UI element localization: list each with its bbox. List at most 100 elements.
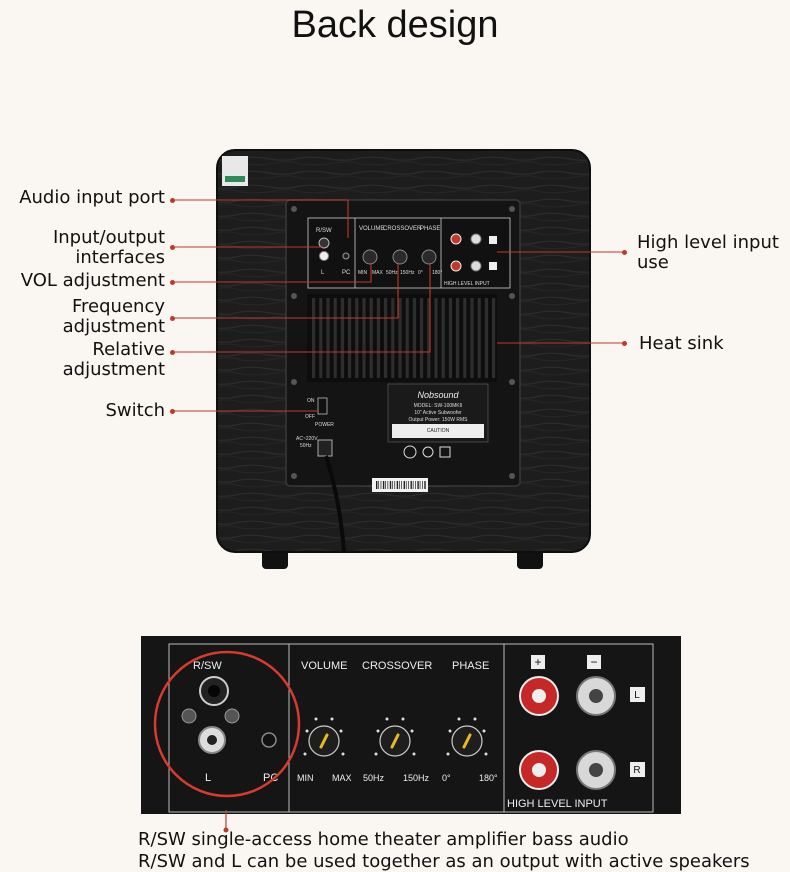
barcode-bar (405, 481, 407, 489)
detail-50hz-label: 50Hz (363, 773, 385, 783)
barcode-bar (380, 481, 382, 489)
barcode-bar (410, 481, 412, 489)
heat-sink-fin (484, 298, 488, 378)
callout-heat-text: Heat sink (639, 333, 724, 354)
callout-rel-line1: Relative (92, 339, 165, 360)
caption-line-2: R/SW and L can be used together as an ou… (138, 851, 750, 872)
heat-sink-fin (398, 298, 402, 378)
callout-switch: Switch (105, 401, 165, 421)
small-off-label: OFF (305, 414, 315, 420)
small-knobs (362, 249, 437, 265)
callout-vol-text: VOL adjustment (20, 270, 165, 291)
detail-volume-label: VOLUME (301, 660, 347, 672)
heat-sink-fin (434, 298, 438, 378)
barcode-bar (422, 481, 423, 489)
barcode-bar (385, 481, 386, 489)
heat-sink-fin (463, 298, 467, 378)
barcode-bar (419, 481, 421, 489)
heat-sink-fin (477, 298, 481, 378)
heat-sink-fin (319, 298, 323, 378)
barcode-bar (408, 481, 409, 489)
callout-switch-text: Switch (105, 400, 165, 421)
detail-150hz-label: 150Hz (403, 773, 430, 783)
small-50hz-label: 50Hz (386, 270, 398, 276)
detail-max-label: MAX (332, 773, 352, 783)
heat-sink-fin (355, 298, 359, 378)
barcode-bar (396, 481, 399, 489)
small-phase-label: PHASE (420, 226, 440, 232)
heat-sink-fin (427, 298, 431, 378)
callout-frequency: Frequency adjustment (63, 297, 165, 337)
callout-relative: Relative adjustment (63, 340, 165, 380)
small-power-switch (317, 397, 328, 415)
callout-high-level: High level input use (637, 233, 779, 273)
heat-sink-fin (312, 298, 316, 378)
heat-sink-fin (369, 298, 373, 378)
heat-sink-fin (333, 298, 337, 378)
detail-0deg-label: 0° (442, 773, 451, 783)
small-min-label: MIN (358, 270, 368, 276)
heat-sink-fin (376, 298, 380, 378)
small-freq-knob (392, 249, 408, 265)
callout-vol: VOL adjustment (21, 271, 165, 291)
heat-sink-fin (391, 298, 395, 378)
detail-minus-label: − (590, 655, 597, 669)
small-high-level-label: HIGH LEVEL INPUT (444, 281, 490, 287)
small-model: MODEL: SW-100MKII (414, 403, 463, 409)
small-phase-knob (421, 249, 437, 265)
small-power-socket (317, 439, 333, 457)
detail-min-label: MIN (297, 773, 314, 783)
detail-l-label: L (205, 772, 211, 784)
heat-sink-fin (362, 298, 366, 378)
heat-sink-fin (340, 298, 344, 378)
heat-sink-fin (326, 298, 330, 378)
small-0deg-label: 0° (418, 270, 423, 276)
detail-crossover-label: CROSSOVER (362, 660, 432, 672)
callout-freq-line2: adjustment (62, 316, 165, 337)
heat-sink-fins (307, 294, 497, 382)
callout-rel-line2: adjustment (62, 359, 165, 380)
heat-sink-fin (441, 298, 445, 378)
detail-screw-left (181, 708, 197, 724)
caption-line-1: R/SW single-access home theater amplifie… (138, 829, 629, 850)
heat-sink-fin (456, 298, 460, 378)
detail-lbox-label: L (634, 690, 640, 701)
callout-audio-input: Audio input port (19, 188, 165, 208)
small-brand: Nobsound (417, 390, 459, 400)
callout-heat-sink: Heat sink (639, 334, 724, 354)
small-caution: CAUTION (427, 428, 450, 434)
small-180deg-label: 180° (432, 270, 442, 276)
small-150hz-label: 150Hz (400, 270, 415, 276)
callout-high-line1: High level input (637, 232, 779, 253)
barcode-bar (415, 481, 416, 489)
caption-pointer (223, 810, 229, 833)
highlight-circle (153, 650, 301, 798)
detail-panel: R/SW L PC VOLUME CROSSOVER PHASE MIN MAX… (141, 636, 681, 814)
barcode-bar (387, 481, 389, 489)
heat-sink-fin (492, 298, 496, 378)
barcode-bar (403, 481, 405, 489)
heat-sink-fin (384, 298, 388, 378)
detail-plus-label: + (534, 655, 541, 669)
barcode-bar (389, 481, 392, 489)
barcode-bar (399, 481, 400, 489)
small-desc: 10" Active Subwoofer (414, 410, 462, 416)
barcode-bar (424, 481, 426, 489)
small-hz-label: 50Hz (300, 443, 312, 449)
callout-freq-line1: Frequency (72, 296, 165, 317)
small-rsw-label: R/SW (316, 228, 332, 234)
detail-rbox-label: R (633, 765, 640, 776)
small-volume-label: VOLUME (359, 226, 384, 232)
heat-sink-fin (412, 298, 416, 378)
detail-pc-jack (261, 732, 277, 748)
heat-sink-fin (448, 298, 452, 378)
barcode-sticker (372, 478, 428, 492)
small-pc-label: PC (342, 270, 351, 276)
barcode-bar (417, 481, 419, 489)
heat-sink-fin (470, 298, 474, 378)
detail-high-level-label: HIGH LEVEL INPUT (507, 798, 608, 810)
detail-screw-right (224, 708, 240, 724)
callout-audio-input-text: Audio input port (19, 187, 165, 208)
barcode-bar (392, 481, 393, 489)
callout-io-interfaces: Input/output interfaces (53, 228, 165, 268)
